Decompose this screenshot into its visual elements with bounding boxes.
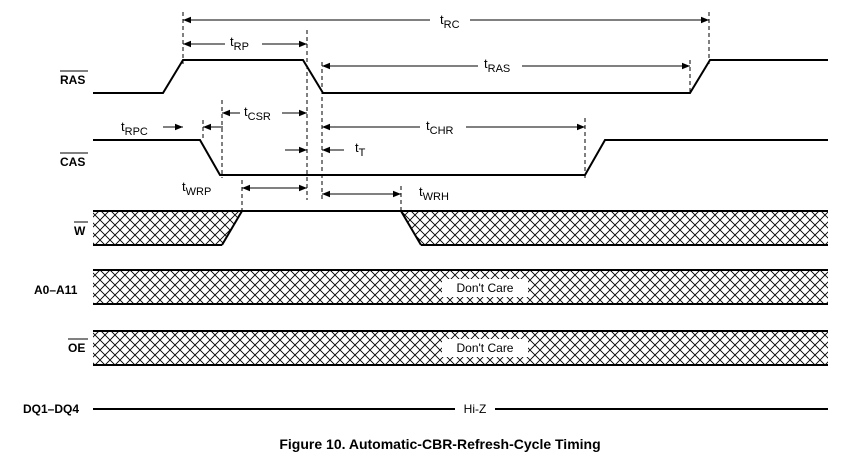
param-twrh: tWRH [322,184,449,203]
svg-text:tRPC: tRPC [121,119,148,138]
signal-label-w: W [74,224,86,238]
dq-label: Hi-Z [464,402,487,416]
svg-text:tRAS: tRAS [484,56,510,75]
param-trp: tRP [183,34,307,53]
dq-line: Hi-Z [93,402,828,416]
signal-labels: RAS CAS W A0–A11 OE DQ1–DQ4 [23,70,88,416]
addr-bus-label: Don't Care [457,281,514,295]
svg-text:tWRP: tWRP [182,179,211,198]
w-waveform [93,210,828,246]
svg-text:tCHR: tCHR [426,118,454,137]
param-tchr: tCHR [322,118,585,137]
svg-text:tCSR: tCSR [244,104,271,123]
oe-bus: Don't Care [93,330,828,366]
param-tt: tT [285,140,366,159]
svg-text:tT: tT [355,140,366,159]
svg-text:tRP: tRP [230,34,249,53]
signal-label-dq: DQ1–DQ4 [23,402,79,416]
param-trpc: tRPC [121,119,223,138]
svg-text:tWRH: tWRH [419,184,449,203]
oe-bus-label: Don't Care [457,341,514,355]
figure-caption: Figure 10. Automatic-CBR-Refresh-Cycle T… [279,436,600,452]
param-trc: tRC [183,12,709,31]
cas-waveform [93,139,828,176]
signal-label-ras: RAS [60,73,85,87]
signal-label-oe: OE [68,341,85,355]
signal-label-addr: A0–A11 [34,283,78,297]
svg-text:tRC: tRC [440,12,460,31]
addr-bus: Don't Care [93,269,828,305]
reference-lines [182,12,710,214]
signal-label-cas: CAS [60,155,85,169]
param-tras: tRAS [322,56,690,75]
param-twrp: tWRP [182,179,307,198]
ras-waveform [93,59,828,94]
param-tcsr: tCSR [222,104,307,123]
